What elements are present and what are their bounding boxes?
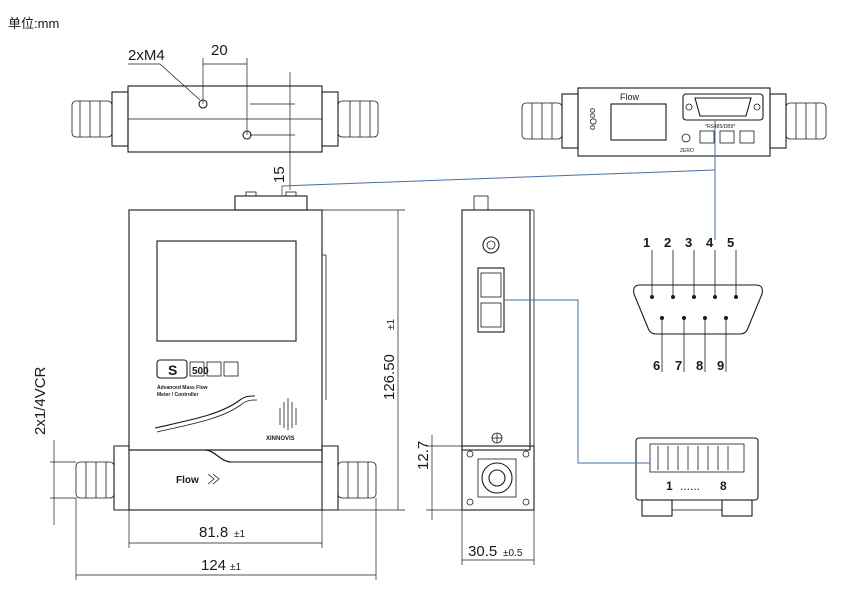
side-view: [426, 195, 535, 565]
top-connector-label: *RS485/DB9*: [705, 124, 735, 130]
top-vertical-label: ooOo: [588, 108, 598, 130]
db9-pinout: [633, 250, 763, 372]
dim-body-width-tol: ±1: [234, 529, 245, 540]
subtitle-2: Meter / Controller: [157, 392, 198, 398]
dim-hole-offset: 15: [271, 166, 288, 183]
db9-shell-top: [694, 97, 752, 117]
brand-name: XINNOVIS: [266, 436, 295, 442]
db9-pin-4: 4: [706, 235, 714, 250]
rj45-pinout: [635, 437, 759, 517]
model-mark: 500: [192, 366, 209, 377]
db9-pin-6: 6: [653, 358, 660, 373]
rj45-port-side: [477, 267, 505, 333]
dim-fitting: 2x1/4VCR: [32, 366, 49, 435]
logo-box: [156, 359, 188, 379]
db9-pin-7: 7: [675, 358, 682, 373]
db9-pin-3: 3: [685, 235, 692, 250]
brand-icon: [279, 398, 297, 430]
db9-pin-5: 5: [727, 235, 734, 250]
top-view-right: [521, 87, 827, 157]
db9-pin-9: 9: [717, 358, 724, 373]
dim-body-width: 81.8: [199, 524, 228, 541]
rj45-pin-last: 8: [720, 479, 727, 493]
db9-pin-8: 8: [696, 358, 703, 373]
dim-flow-height: 12.7: [415, 441, 432, 470]
db9-connector: [633, 284, 763, 335]
front-flow-label: Flow: [176, 475, 199, 486]
unit-label: 单位:mm: [8, 16, 59, 31]
top-zero-label: ZERO: [680, 148, 694, 154]
db9-pin-1: 1: [643, 235, 650, 250]
front-view: [50, 191, 405, 580]
dim-height-tol: ±1: [386, 319, 397, 330]
rj45-pin-first: 1: [666, 479, 673, 493]
dim-side-width-tol: ±0.5: [503, 548, 523, 559]
dim-total-length: 124: [201, 557, 226, 574]
top-display: [610, 103, 667, 141]
dim-side-width: 30.5: [468, 543, 497, 560]
dim-thread: 2xM4: [128, 47, 165, 64]
dim-hole-spacing: 20: [211, 42, 228, 59]
top-view-left: [71, 58, 379, 190]
subtitle-1: Advanced Mass Flow: [157, 385, 208, 391]
dim-total-length-tol: ±1: [230, 562, 241, 573]
dim-height: 126.50: [381, 354, 398, 400]
logo-mark: S: [168, 362, 177, 378]
rj45-pin-dots: ......: [680, 479, 700, 493]
top-flow-label: Flow: [620, 92, 640, 102]
leader-lines: [281, 120, 716, 464]
db9-pin-2: 2: [664, 235, 671, 250]
front-display: [156, 240, 297, 342]
